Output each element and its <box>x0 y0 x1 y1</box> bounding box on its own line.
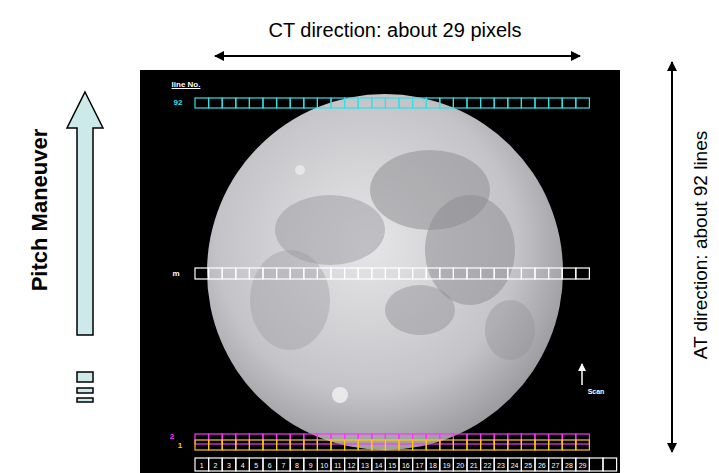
pixel-number: 23 <box>497 461 505 468</box>
pixel-number: 25 <box>524 461 532 468</box>
pixel-number: 5 <box>254 461 258 468</box>
pixel-number: 10 <box>320 461 328 468</box>
pixel-number: 12 <box>347 461 355 468</box>
line-number: 1 <box>178 442 182 450</box>
axis-title: line No. <box>172 81 201 89</box>
pixel-number: 4 <box>241 461 245 468</box>
pixel-number: 7 <box>281 461 285 468</box>
dimension-label: AT direction: about 92 lines <box>691 131 710 360</box>
pixel-number: 9 <box>309 461 313 468</box>
pixel-number: 13 <box>361 461 369 468</box>
moon <box>207 94 563 450</box>
pixel-number: 19 <box>443 461 451 468</box>
pixel-number: 22 <box>483 461 491 468</box>
pixel-number: 26 <box>538 461 546 468</box>
scan-label: Scan <box>588 388 605 395</box>
dimension-label: CT direction: about 29 pixels <box>268 20 521 40</box>
at-arrow <box>671 62 673 452</box>
pixel-number: 3 <box>227 461 231 468</box>
pixel-number: 11 <box>334 461 341 468</box>
pixel-number: 17 <box>415 461 423 468</box>
pixel-number: 2 <box>213 461 217 468</box>
pixel-number: 24 <box>511 461 519 468</box>
pixel-number: 27 <box>551 461 559 468</box>
line-number: 2 <box>170 433 174 441</box>
image-background <box>140 70 620 473</box>
line-number: 92 <box>174 99 183 107</box>
pitch-arrow <box>67 92 103 402</box>
pixel-number: 20 <box>456 461 464 468</box>
scan-line-row <box>195 268 589 279</box>
pixel-number: 8 <box>295 461 299 468</box>
pixel-number: 18 <box>429 461 437 468</box>
line-number: m <box>172 270 179 278</box>
pixel-number: 14 <box>375 461 383 468</box>
pixel-number: 15 <box>388 461 396 468</box>
ct-arrow <box>215 55 580 57</box>
scan-line-row <box>195 440 589 450</box>
scan-arrow <box>581 364 583 385</box>
scan-line-row <box>195 434 589 444</box>
pixel-number: 16 <box>402 461 410 468</box>
pixel-number: 29 <box>579 461 587 468</box>
maneuver-label: Pitch Maneuver <box>29 129 51 292</box>
pixel-number: 6 <box>268 461 272 468</box>
pixel-number: 1 <box>200 461 204 468</box>
pixel-number: 28 <box>565 461 573 468</box>
scan-line-row <box>195 98 589 108</box>
pixel-number-row <box>195 458 617 471</box>
pixel-number: 21 <box>470 461 478 468</box>
